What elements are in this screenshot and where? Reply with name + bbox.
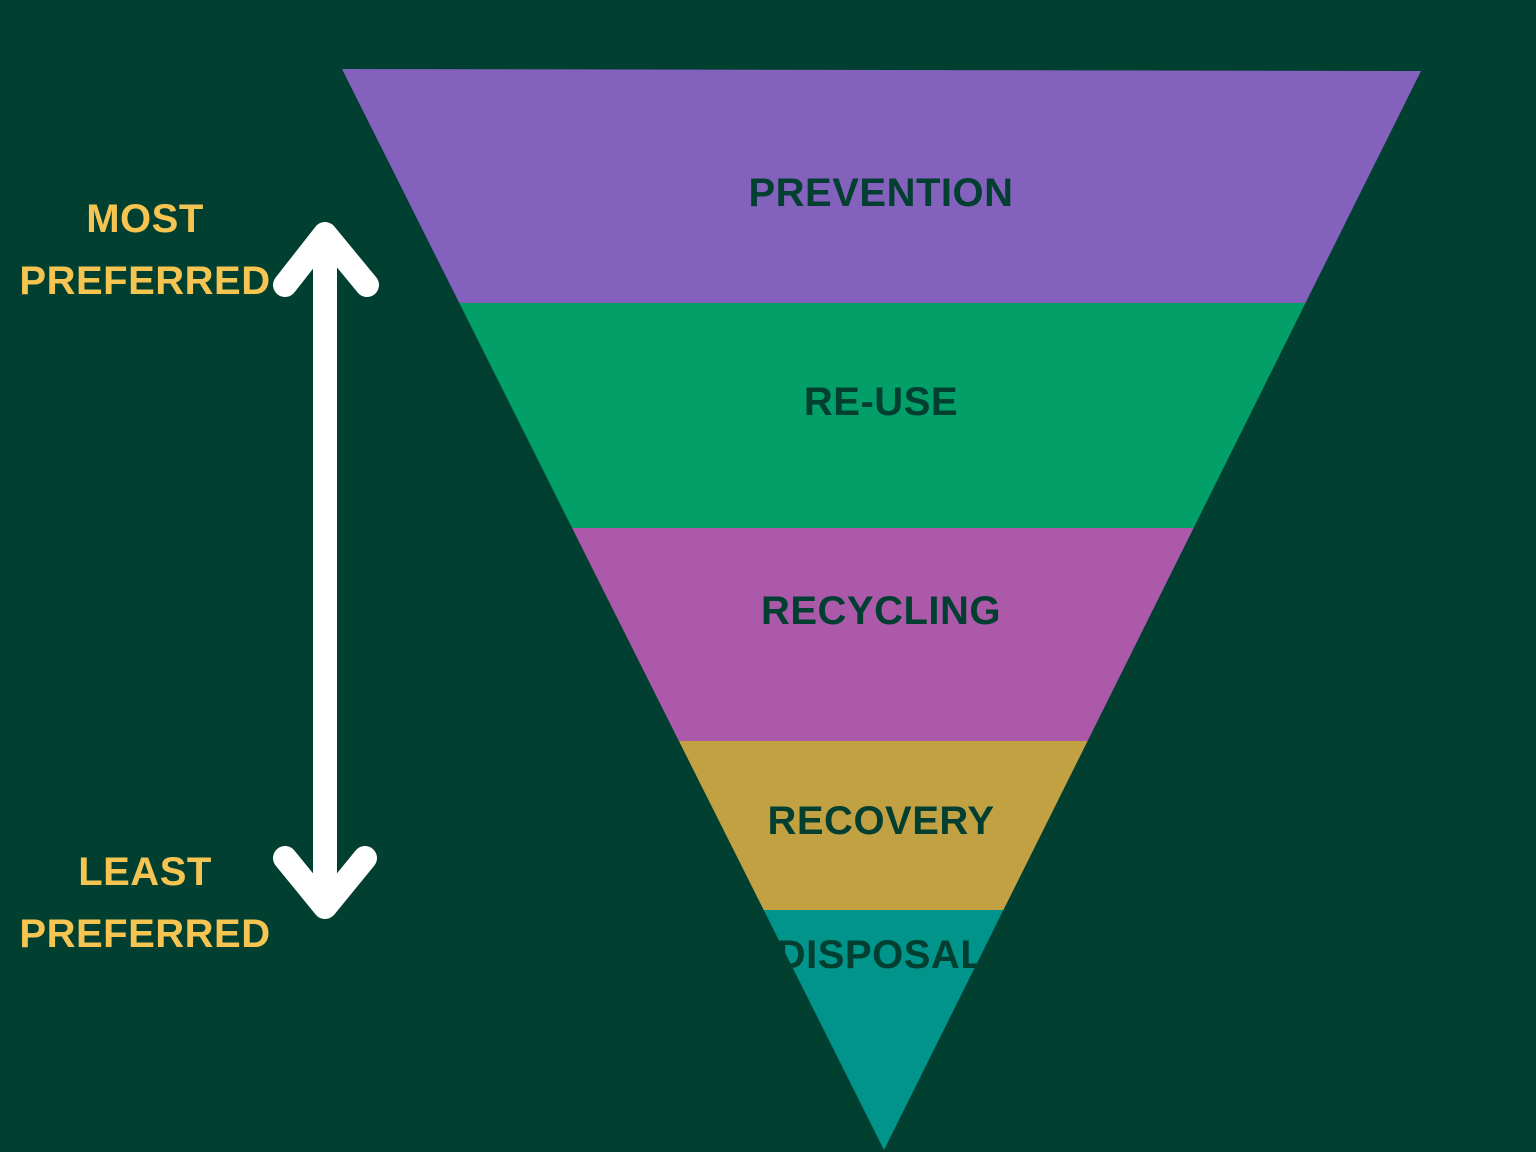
tier-band-prevention	[342, 69, 1421, 303]
most-preferred-label: MOST PREFERRED	[15, 188, 275, 312]
tier-labels: PREVENTION RE-USE RECYCLING RECOVERY DIS…	[748, 171, 1013, 977]
most-preferred-line2: PREFERRED	[19, 259, 271, 303]
least-preferred-line2: PREFERRED	[19, 912, 271, 956]
tier-label-recovery: RECOVERY	[767, 799, 994, 843]
tier-label-disposal: DISPOSAL	[777, 933, 985, 977]
double-headed-arrow-icon	[273, 222, 379, 919]
tier-band-disposal	[763, 910, 1004, 1150]
tier-band-recycling	[572, 528, 1194, 741]
least-preferred-label: LEAST PREFERRED	[15, 841, 275, 965]
tier-label-prevention: PREVENTION	[748, 171, 1013, 215]
most-preferred-line1: MOST	[86, 197, 204, 241]
tier-band-recovery	[678, 741, 1088, 910]
tier-label-re-use: RE-USE	[804, 380, 958, 424]
least-preferred-line1: LEAST	[78, 850, 212, 894]
inverted-pyramid	[342, 69, 1421, 1150]
tier-band-re-use	[459, 303, 1306, 528]
tier-label-recycling: RECYCLING	[761, 589, 1001, 633]
